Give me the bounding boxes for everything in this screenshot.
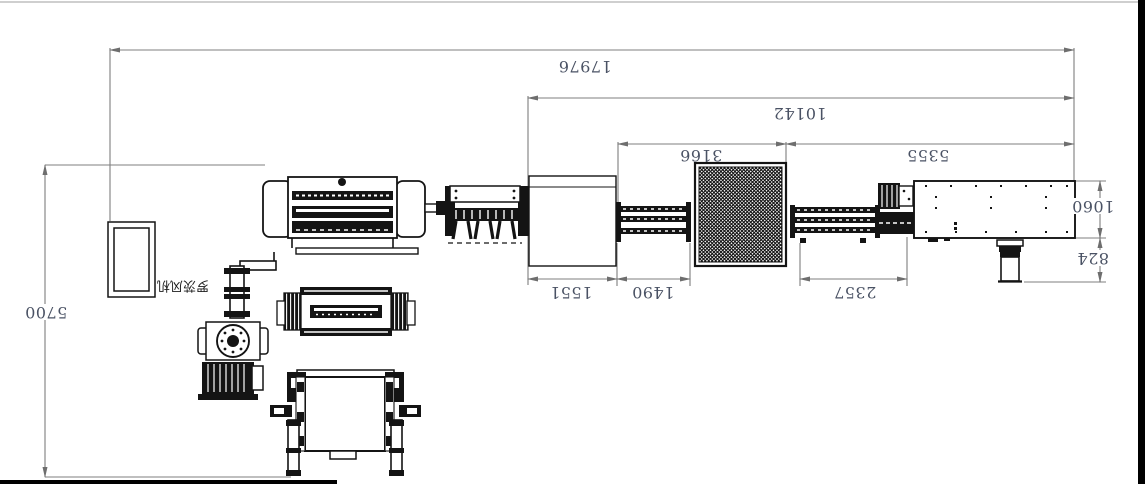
roller-conveyor-2 — [790, 205, 880, 243]
blower-label: 罗茨风机 — [156, 277, 210, 293]
shaker-legs — [451, 220, 517, 240]
roller-conveyor-1 — [616, 202, 691, 242]
dim-transfer-section: 2357 — [833, 283, 877, 302]
control-cabinet — [107, 221, 156, 298]
dim-drying-section: 5355 — [906, 146, 950, 165]
frame-machine — [270, 369, 421, 476]
dim-dryer-width: 1060 — [1068, 197, 1118, 216]
dim-total-length: 17976 — [558, 57, 612, 76]
vibrating-shaker — [445, 185, 531, 244]
dimension-lines — [42, 47, 1106, 478]
dim-conveyor-section: 1490 — [631, 283, 675, 302]
roots-blower-assembly — [197, 252, 277, 400]
main-drum-machine — [262, 176, 446, 255]
blower-motor — [198, 362, 264, 400]
dim-processing-length: 10142 — [773, 104, 827, 123]
right-border-strip — [1138, 0, 1145, 484]
top-border-line — [0, 1, 1145, 3]
dim-outlet-width: 824 — [1073, 249, 1113, 268]
dim-feed-box-section: 1551 — [549, 283, 593, 302]
blower-body — [197, 321, 269, 361]
feed-box — [528, 175, 617, 267]
roller-drum — [276, 287, 416, 336]
dryer-machine — [913, 180, 1076, 242]
drive-unit — [876, 183, 914, 234]
bottom-border-strip — [0, 480, 337, 484]
blower-pipe — [224, 252, 277, 319]
cooling-block — [693, 161, 788, 268]
dim-total-width: 5700 — [21, 303, 71, 322]
dryer-foot — [996, 239, 1024, 283]
dim-cooling-section: 3166 — [679, 146, 723, 165]
